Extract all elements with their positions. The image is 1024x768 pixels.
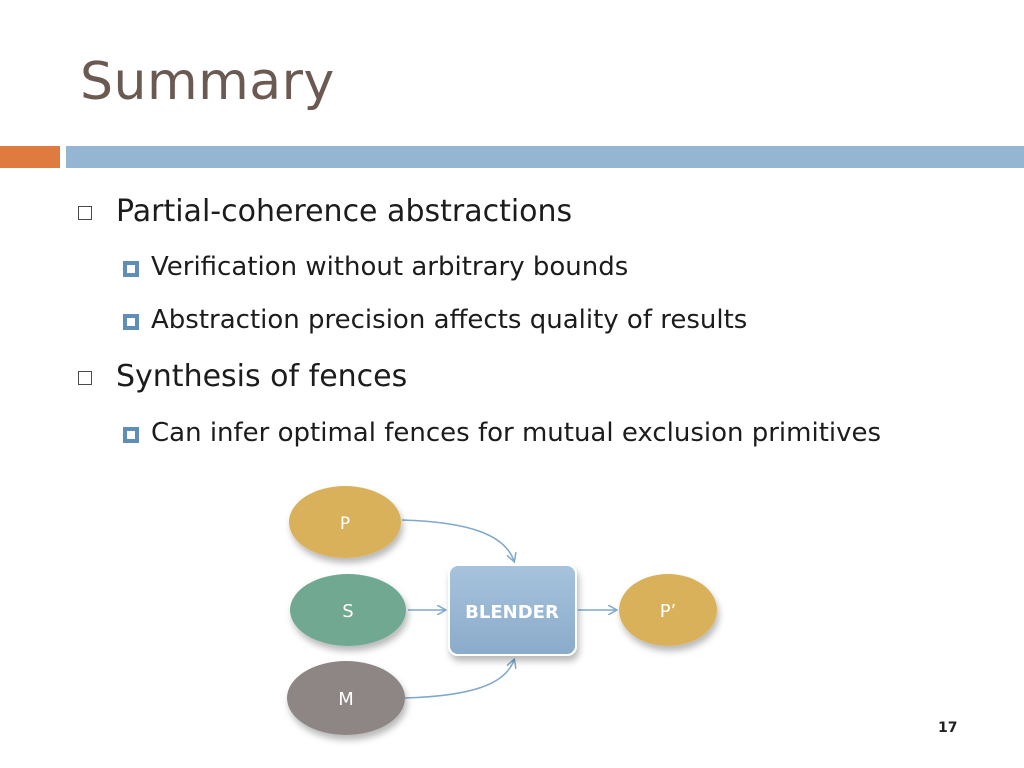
node-blender-label: BLENDER: [465, 602, 559, 623]
page-number: 17: [938, 720, 958, 736]
bullet-text: Synthesis of fences: [116, 359, 408, 394]
title-accent-bar-orange: [0, 146, 60, 168]
framed-square-bullet-icon: [123, 314, 139, 330]
node-s: S: [290, 574, 406, 646]
node-m-label: M: [338, 689, 354, 710]
node-p: P: [289, 486, 401, 558]
framed-square-bullet-icon: [123, 261, 139, 277]
arrow-m-to-blender: [404, 660, 514, 699]
slide-title: Summary: [80, 52, 335, 112]
title-accent-bar-blue: [66, 146, 1024, 168]
node-p-prime-label: P’: [660, 601, 677, 622]
node-s-label: S: [342, 601, 353, 622]
framed-square-bullet-icon: [123, 427, 139, 443]
hollow-square-bullet-icon: [78, 206, 92, 220]
hollow-square-bullet-icon: [78, 371, 92, 385]
node-blender: BLENDER: [448, 564, 577, 656]
arrow-p-to-blender: [401, 519, 514, 561]
bullet-text: Verification without arbitrary bounds: [151, 252, 629, 282]
bullet-text: Partial-coherence abstractions: [116, 194, 573, 229]
bullet-text: Can infer optimal fences for mutual excl…: [151, 418, 882, 448]
node-p-prime: P’: [619, 574, 717, 646]
bullet-text: Abstraction precision affects quality of…: [151, 305, 748, 335]
node-p-label: P: [340, 514, 350, 534]
node-m: M: [287, 661, 405, 735]
